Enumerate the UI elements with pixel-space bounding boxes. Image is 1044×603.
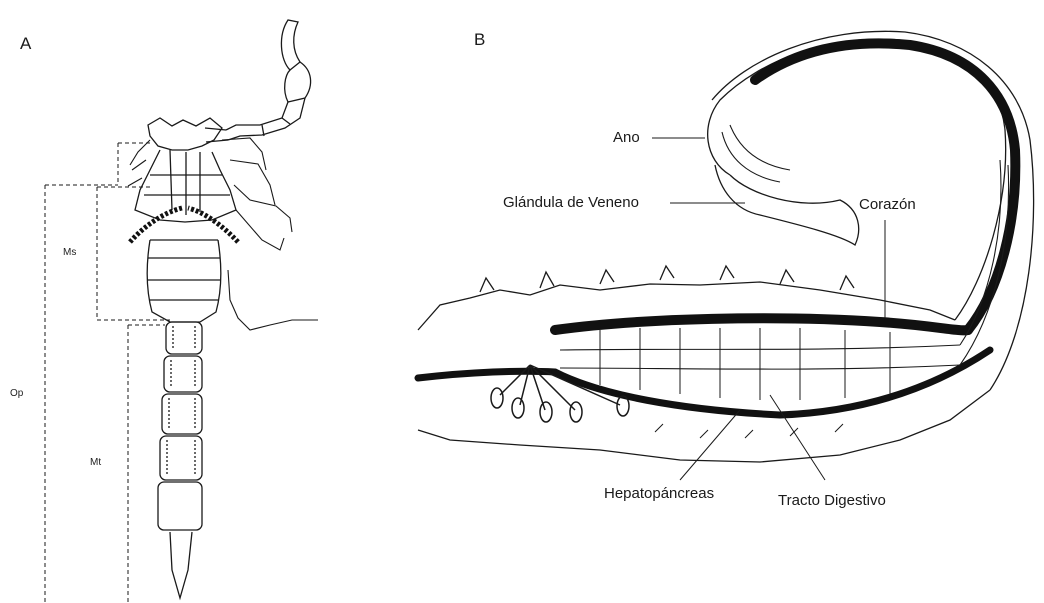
- mesosoma: [147, 240, 221, 322]
- segment-label-op: Op: [10, 388, 23, 399]
- panel-b-label: B: [474, 30, 485, 50]
- panel-b-anatomy-drawing: [418, 31, 1034, 480]
- pointer-lines: [652, 138, 885, 480]
- ventral-marks: [655, 424, 843, 438]
- walking-legs: [128, 138, 318, 330]
- label-ano: Ano: [613, 129, 640, 146]
- prosoma: [135, 118, 236, 222]
- body-outline: [418, 266, 990, 462]
- segment-label-ms: Ms: [63, 247, 76, 258]
- pedipalp-claw: [205, 20, 311, 142]
- label-digestive-tract: Tracto Digestivo: [778, 492, 886, 509]
- pectines: [130, 208, 238, 242]
- label-venom-gland: Glándula de Veneno: [503, 194, 639, 211]
- panel-a-label: A: [20, 34, 31, 54]
- label-heart: Corazón: [859, 196, 916, 213]
- label-hepatopancreas: Hepatopáncreas: [604, 485, 714, 502]
- panel-a-scorpion-drawing: [45, 20, 318, 603]
- ventral-vessel: [418, 350, 990, 415]
- segment-walls: [600, 328, 890, 400]
- metasoma: [158, 322, 202, 598]
- segment-label-mt: Mt: [90, 457, 101, 468]
- segment-brackets: [45, 143, 170, 603]
